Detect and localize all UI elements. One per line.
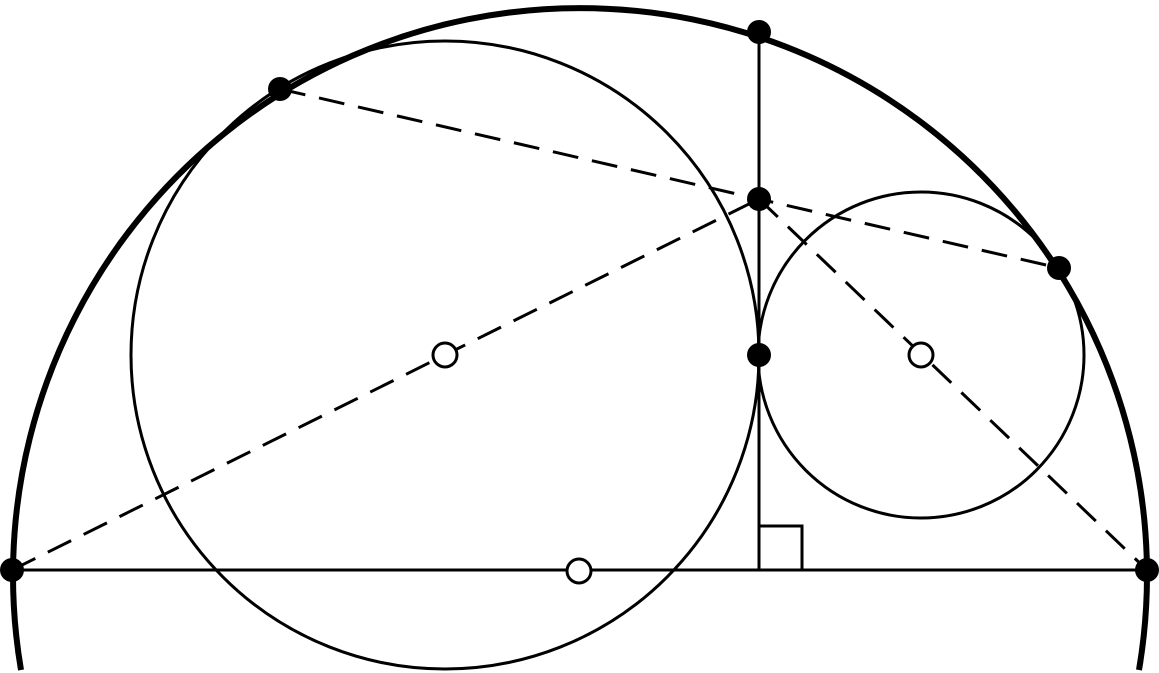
dashed-line-chord-point-to-right-end [757,197,1149,572]
point-chord-intersection [747,187,771,211]
point-circles-touch [747,343,771,367]
point-right-end [1135,558,1159,582]
point-chord-top [747,20,771,44]
right-angle-marker [759,524,804,570]
point-right-tangency [1047,256,1071,280]
dashed-line-left-tangent-to-right-tangent [279,87,1060,270]
solid-points [0,20,1159,582]
center-left-circle [431,341,459,369]
point-left-tangency [268,77,292,101]
dashed-line-left-end-to-chord-point [11,197,760,572]
center-right-circle [907,341,935,369]
point-left-end [0,558,24,582]
outer-arc [10,5,1150,671]
hollow-points [431,341,935,585]
dashed-lines [11,87,1149,572]
center-outer-circle [565,557,593,585]
